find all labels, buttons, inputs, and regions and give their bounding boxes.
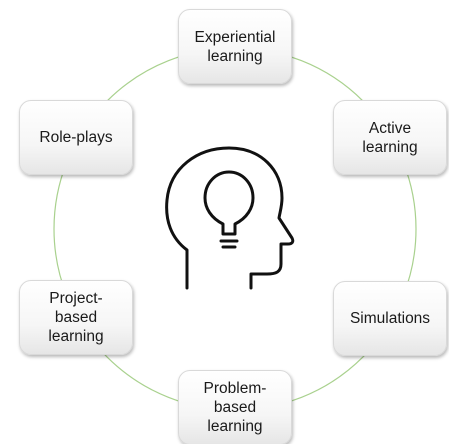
node-role-plays: Role-plays <box>19 100 133 175</box>
node-active-learning: Active learning <box>333 100 447 175</box>
node-label: Experiential learning <box>194 28 276 65</box>
node-label: Role-plays <box>39 129 113 146</box>
node-project-based-learning: Project- based learning <box>19 280 133 355</box>
node-simulations: Simulations <box>333 281 447 356</box>
node-label: Problem- based learning <box>203 380 267 435</box>
node-label: Project- based learning <box>48 290 104 345</box>
node-label: Simulations <box>349 310 431 327</box>
node-label: Active learning <box>362 119 418 156</box>
node-problem-based-learning: Problem- based learning <box>178 370 292 444</box>
head-with-lightbulb-icon <box>165 146 295 290</box>
node-experiential-learning: Experiential learning <box>178 9 292 84</box>
